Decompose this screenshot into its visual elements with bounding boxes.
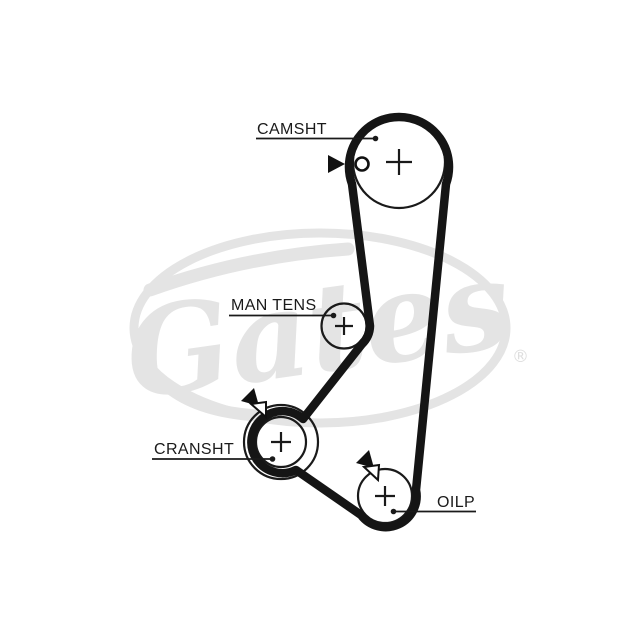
timing-belt <box>247 112 454 532</box>
crankshaft-label: CRANSHT <box>154 441 234 458</box>
camshaft-arrow-icon <box>328 155 345 173</box>
camshaft-label: CAMSHT <box>257 121 327 138</box>
oil-pump-arrow-icon <box>356 450 374 468</box>
crankshaft-pulley-outer <box>242 403 320 481</box>
oil-pump-cross-icon <box>375 486 395 506</box>
camshaft-cross-icon <box>386 149 412 175</box>
pulley-center-marks <box>271 149 412 506</box>
camshaft-timing-dot <box>354 156 370 172</box>
tensioner-leader-dot <box>330 312 337 319</box>
crankshaft-leader-dot <box>269 456 276 462</box>
tensioner-cross-icon <box>335 317 353 335</box>
timing-marks <box>241 155 381 483</box>
watermark-swash-top <box>143 242 355 297</box>
oil-pump-notch-icon <box>361 463 381 483</box>
crankshaft-notch-icon <box>248 400 267 420</box>
pulley-labels: CAMSHT MAN TENS CRANSHT OILP <box>152 121 476 515</box>
crankshaft-cross-icon <box>271 432 291 452</box>
oil-pump-label: OILP <box>437 494 475 511</box>
crankshaft-arrow-icon <box>241 388 259 406</box>
oil-pump-leader-dot <box>390 508 397 515</box>
watermark-registered-icon: ® <box>512 347 529 367</box>
camshaft-leader-dot <box>372 135 379 142</box>
watermark-ellipse <box>129 228 511 428</box>
tensioner-label: MAN TENS <box>231 297 317 314</box>
crankshaft-pulley-inner <box>254 415 308 469</box>
